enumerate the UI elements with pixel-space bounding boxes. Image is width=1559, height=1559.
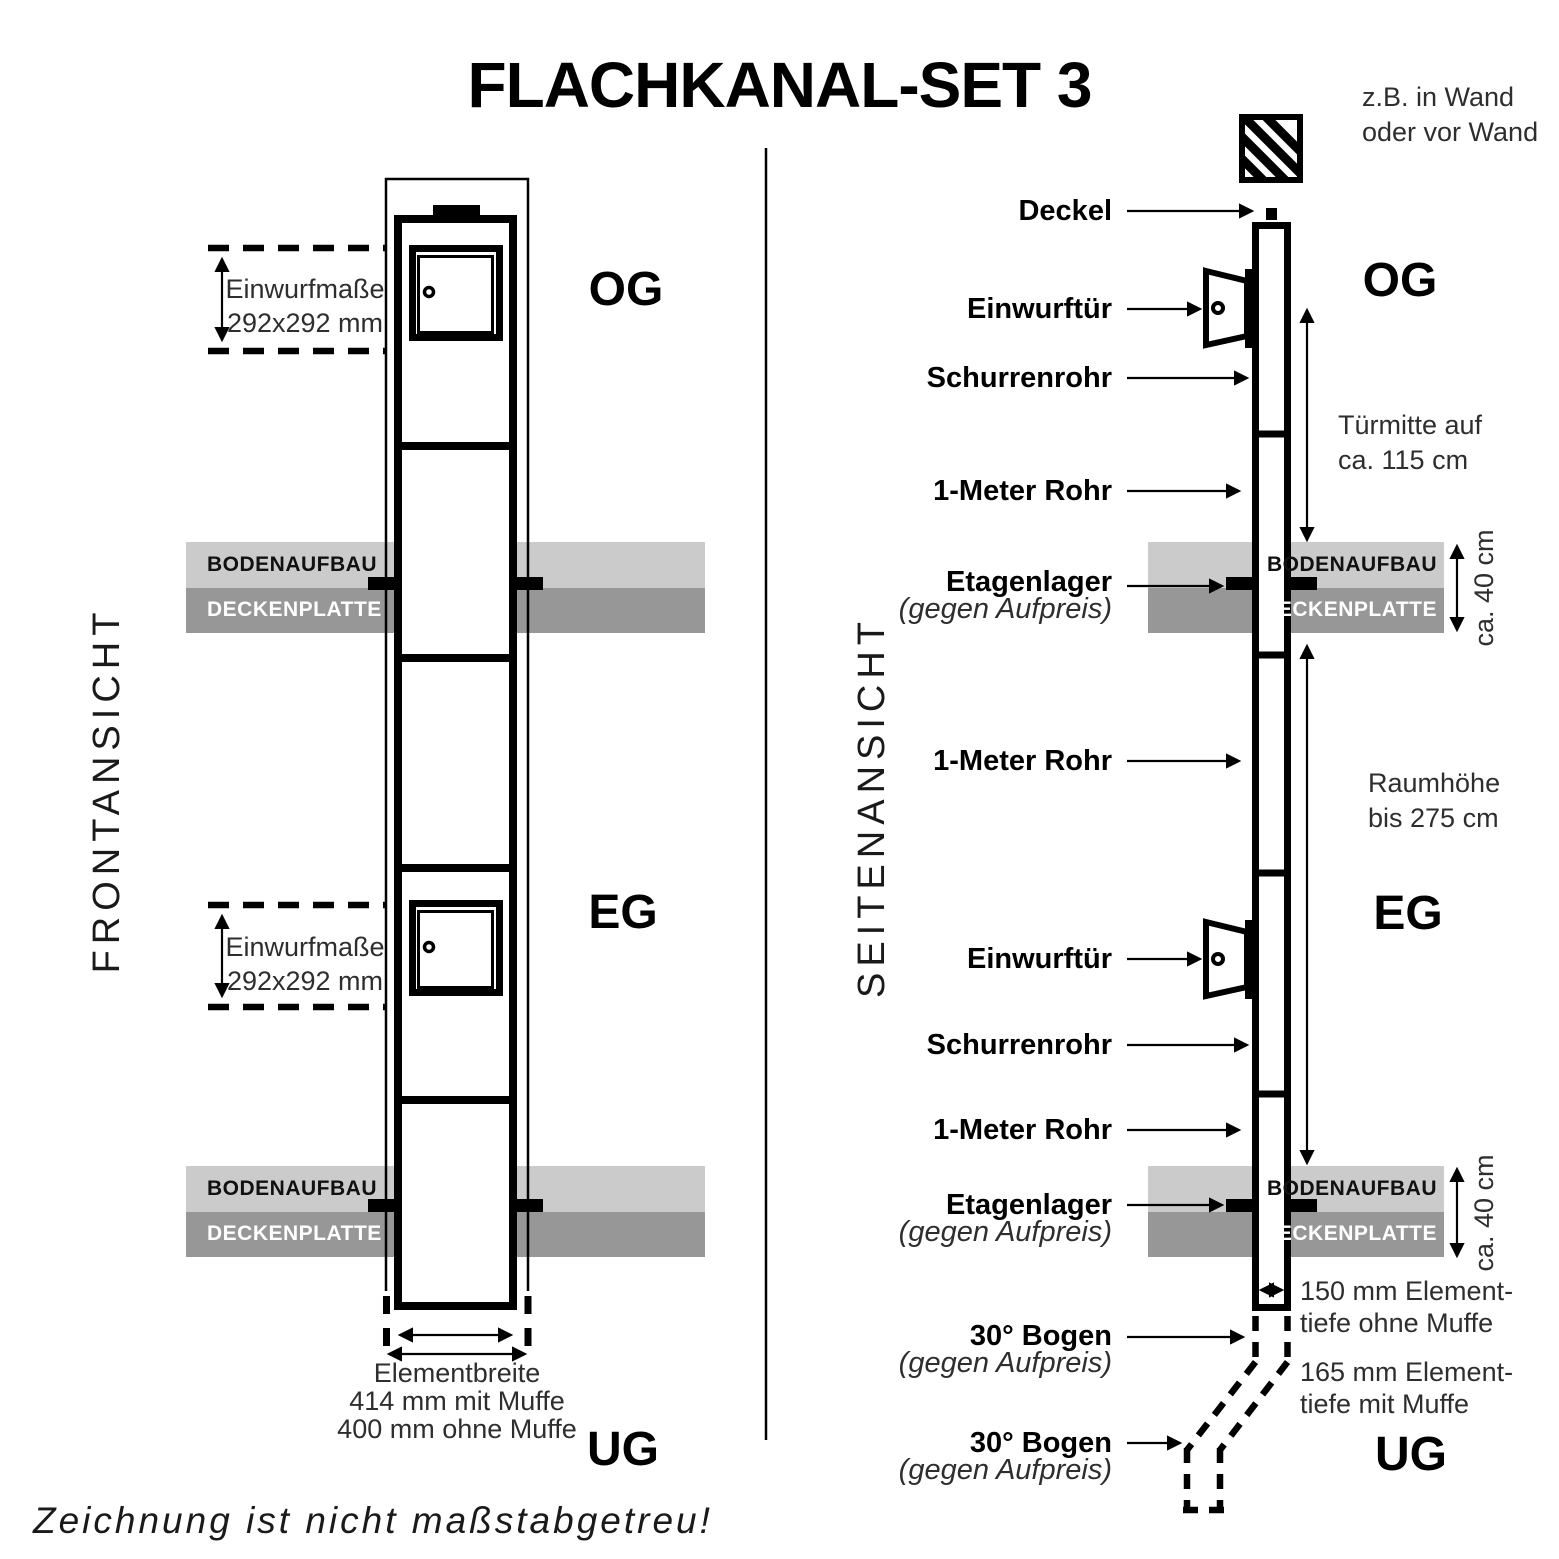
wall-hatch-icon	[1239, 114, 1303, 183]
front-door-eg	[409, 900, 503, 996]
depth-with-line1: 165 mm Element-	[1300, 1357, 1514, 1387]
front-door-eg-handle	[422, 940, 436, 954]
floor-label-og-side: OG	[1362, 254, 1438, 307]
page-title: FLACHKANAL-SET 3	[467, 49, 1093, 121]
front-bodenaufbau-bottom-label: BODENAUFBAU	[207, 1177, 377, 1200]
side-column	[1252, 222, 1291, 1311]
front-door-og	[409, 245, 503, 341]
side-sublabel-30-bogen-2: (gegen Aufpreis)	[898, 1454, 1112, 1486]
depth-without-line1: 150 mm Element-	[1300, 1276, 1514, 1306]
side-segment-divider	[1255, 430, 1288, 1098]
side-label-30-bogen-1: 30° Bogen	[969, 1320, 1112, 1352]
raumhoehe-line1: Raumhöhe	[1368, 768, 1501, 798]
front-view-label: FRONTANSICHT	[86, 606, 128, 974]
depth-without-line2: tiefe ohne Muffe	[1300, 1308, 1494, 1338]
side-label-schurrenrohr-eg: Schurrenrohr	[926, 1029, 1112, 1061]
front-deckenplatte-bottom-label: DECKENPLATTE	[207, 1222, 382, 1245]
side-view-drawing	[1127, 114, 1465, 1514]
side-sublabel-30-bogen-1: (gegen Aufpreis)	[898, 1347, 1112, 1379]
side-label-30-bogen-2: 30° Bogen	[969, 1427, 1112, 1459]
side-label-etagenlager-2: Etagenlager	[946, 1189, 1112, 1221]
side-label-einwurftuer-og: Einwurftür	[967, 293, 1112, 325]
floor-label-ug-front: UG	[587, 1423, 659, 1476]
front-view-drawing	[186, 177, 705, 1362]
raumhoehe-line2: bis 275 cm	[1368, 803, 1499, 833]
side-door-og	[1203, 267, 1256, 349]
depth-with-line2: tiefe mit Muffe	[1300, 1389, 1470, 1419]
deckel-cap	[1266, 208, 1277, 220]
floor-label-eg-front: EG	[588, 886, 658, 939]
elementbreite-line1: Elementbreite	[373, 1358, 541, 1388]
side-sublabel-etagenlager-2: (gegen Aufpreis)	[898, 1216, 1112, 1248]
side-etagenlager-tabs	[1226, 577, 1317, 1212]
front-bodenaufbau-top-label: BODENAUFBAU	[207, 553, 377, 576]
side-bodenaufbau-bottom-label: BODENAUFBAU	[1267, 1177, 1437, 1200]
floor-label-og-front: OG	[588, 263, 664, 316]
front-etagenlager-tabs	[368, 577, 543, 1212]
side-label-1meter-rohr-1: 1-Meter Rohr	[933, 475, 1112, 507]
front-einwurf-box-eg	[208, 901, 386, 1011]
front-segment-divider	[397, 442, 514, 1104]
einwurfmasse-og-line2: 292x292 mm	[226, 308, 384, 338]
front-duct-cap	[433, 205, 480, 216]
side-label-einwurftuer-eg: Einwurftür	[967, 943, 1112, 975]
bend-dashed	[1183, 1316, 1291, 1514]
ca40-label-bottom: ca. 40 cm	[1469, 1154, 1499, 1272]
side-door-eg	[1203, 918, 1256, 1000]
side-label-1meter-rohr-2: 1-Meter Rohr	[933, 745, 1112, 777]
front-deckenplatte-top-label: DECKENPLATTE	[207, 598, 382, 621]
side-label-schurrenrohr-og: Schurrenrohr	[926, 362, 1112, 394]
ca40-label-top: ca. 40 cm	[1469, 529, 1499, 647]
einwurfmasse-og-line1: Einwurfmaße	[225, 274, 385, 304]
side-label-deckel: Deckel	[1018, 195, 1112, 227]
front-duct	[394, 215, 517, 1310]
label-arrows	[1127, 203, 1255, 1451]
side-door-og-handle	[1211, 301, 1225, 315]
wall-note-line1: z.B. in Wand	[1362, 82, 1515, 112]
wall-note-line2: oder vor Wand	[1362, 117, 1539, 147]
side-view-label: SEITENANSICHT	[851, 615, 893, 999]
side-door-eg-handle	[1211, 952, 1225, 966]
front-door-og-handle	[422, 285, 436, 299]
side-band-deckenplatte-bottom	[1148, 1212, 1444, 1257]
front-muffe-ticks	[383, 1296, 532, 1359]
front-shaft-outline	[384, 177, 530, 1291]
elementbreite-line3: 400 mm ohne Muffe	[337, 1414, 577, 1444]
front-einwurf-box-og	[208, 244, 386, 355]
floor-label-ug-side: UG	[1375, 1428, 1447, 1481]
tuermitte-line1: Türmitte auf	[1338, 410, 1483, 440]
einwurfmasse-eg-line1: Einwurfmaße	[225, 932, 385, 962]
side-bodenaufbau-top-label: BODENAUFBAU	[1267, 553, 1437, 576]
side-label-etagenlager-1: Etagenlager	[946, 566, 1112, 598]
side-label-1meter-rohr-3: 1-Meter Rohr	[933, 1114, 1112, 1146]
elementbreite-line2: 414 mm mit Muffe	[349, 1386, 565, 1416]
side-deckenplatte-bottom-label: DECKENPLATTE	[1262, 1222, 1437, 1245]
side-deckenplatte-top-label: DECKENPLATTE	[1262, 598, 1437, 621]
einwurfmasse-eg-line2: 292x292 mm	[226, 966, 384, 996]
side-band-deckenplatte-top	[1148, 588, 1444, 633]
side-sublabel-etagenlager-1: (gegen Aufpreis)	[898, 593, 1112, 625]
floor-label-eg-side: EG	[1373, 887, 1443, 940]
scale-disclaimer: Zeichnung ist nicht maßstabgetreu!	[33, 1500, 713, 1541]
tuermitte-line2: ca. 115 cm	[1338, 445, 1469, 475]
